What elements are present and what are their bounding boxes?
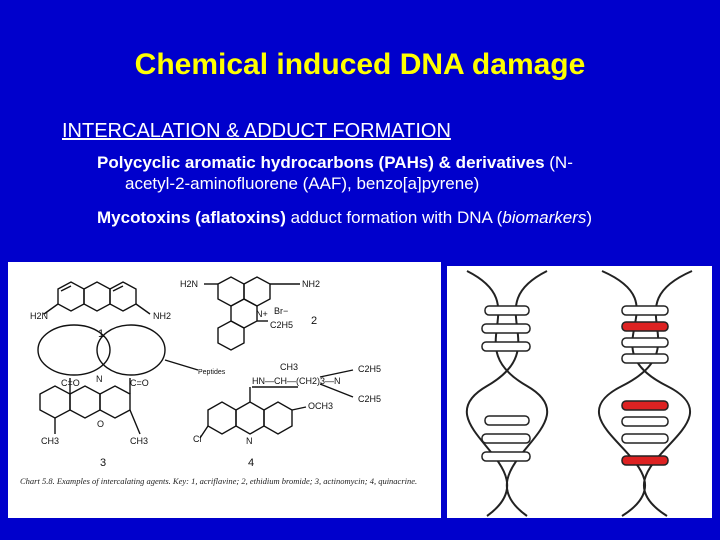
label-br-minus: Br−	[274, 306, 288, 316]
right-base-pairs	[621, 305, 669, 466]
ethidium-structure	[204, 276, 300, 351]
bullet-pahs: Polycyclic aromatic hydrocarbons (PAHs) …	[97, 152, 687, 194]
quinacrine-structure	[199, 369, 354, 439]
intercalating-agents-figure: H2N NH2 1 H2N NH2 N+ Br− C2H5 2 Peptides…	[8, 262, 441, 518]
label-ch3-b: CH3	[130, 436, 148, 446]
left-base-pairs	[481, 305, 531, 462]
label-c2h5-b: C2H5	[358, 364, 381, 374]
figure-caption: Chart 5.8. Examples of intercalating age…	[20, 476, 418, 486]
label-c2h5-a: C2H5	[270, 320, 293, 330]
label-h2n-b: H2N	[180, 279, 198, 289]
intercalator-2	[621, 400, 669, 411]
label-cl: Cl	[193, 434, 202, 444]
bullet-myco-rest-b: )	[586, 208, 593, 227]
label-co-a: C=O	[61, 378, 80, 388]
label-n-a: N	[96, 374, 103, 384]
bullet-mycotoxins: Mycotoxins (aflatoxins) adduct formation…	[97, 207, 592, 228]
bullet-myco-bold: Mycotoxins (aflatoxins)	[97, 208, 286, 227]
label-h2n-a: H2N	[30, 311, 48, 321]
label-o: O	[97, 419, 104, 429]
slide-title: Chemical induced DNA damage	[134, 48, 586, 81]
bullet-pahs-bold: Polycyclic aromatic hydrocarbons (PAHs) …	[97, 153, 545, 172]
label-n4: 4	[248, 457, 254, 469]
bullet-myco-rest-a: adduct formation with DNA (	[285, 208, 503, 227]
bullet-pahs-rest-a: (N-	[544, 153, 573, 172]
label-n-b: N	[246, 436, 253, 446]
label-side-chain: HN—CH—(CH2)3—N	[252, 376, 341, 386]
intercalator-3	[621, 455, 669, 466]
label-n-plus: N+	[256, 309, 268, 319]
dna-intercalation-figure	[447, 266, 712, 518]
intercalator-1	[621, 321, 669, 332]
label-n3: 3	[100, 457, 106, 469]
bullet-myco-italic: biomarkers	[502, 208, 587, 227]
label-peptides: Peptides	[198, 369, 226, 376]
label-c2h5-c: C2H5	[358, 394, 381, 404]
label-ch3-side: CH3	[280, 362, 298, 372]
label-nh2-a: NH2	[153, 311, 171, 321]
label-ch3-a: CH3	[41, 436, 59, 446]
label-och3: OCH3	[308, 401, 333, 411]
actinomycin-structure	[37, 324, 199, 435]
chemical-structures: H2N NH2 1 H2N NH2 N+ Br− C2H5 2 Peptides…	[30, 276, 381, 469]
label-nh2-b: NH2	[302, 279, 320, 289]
label-n1: 1	[98, 328, 104, 340]
acriflavine-structure	[43, 281, 151, 315]
dna-helix-diagram	[465, 270, 693, 517]
label-co-b: C=O	[130, 378, 149, 388]
label-n2: 2	[311, 315, 317, 327]
section-heading: INTERCALATION & ADDUCT FORMATION	[62, 120, 451, 142]
bullet-pahs-rest-b: acetyl-2-aminofluorene (AAF), benzo[a]py…	[125, 174, 480, 193]
